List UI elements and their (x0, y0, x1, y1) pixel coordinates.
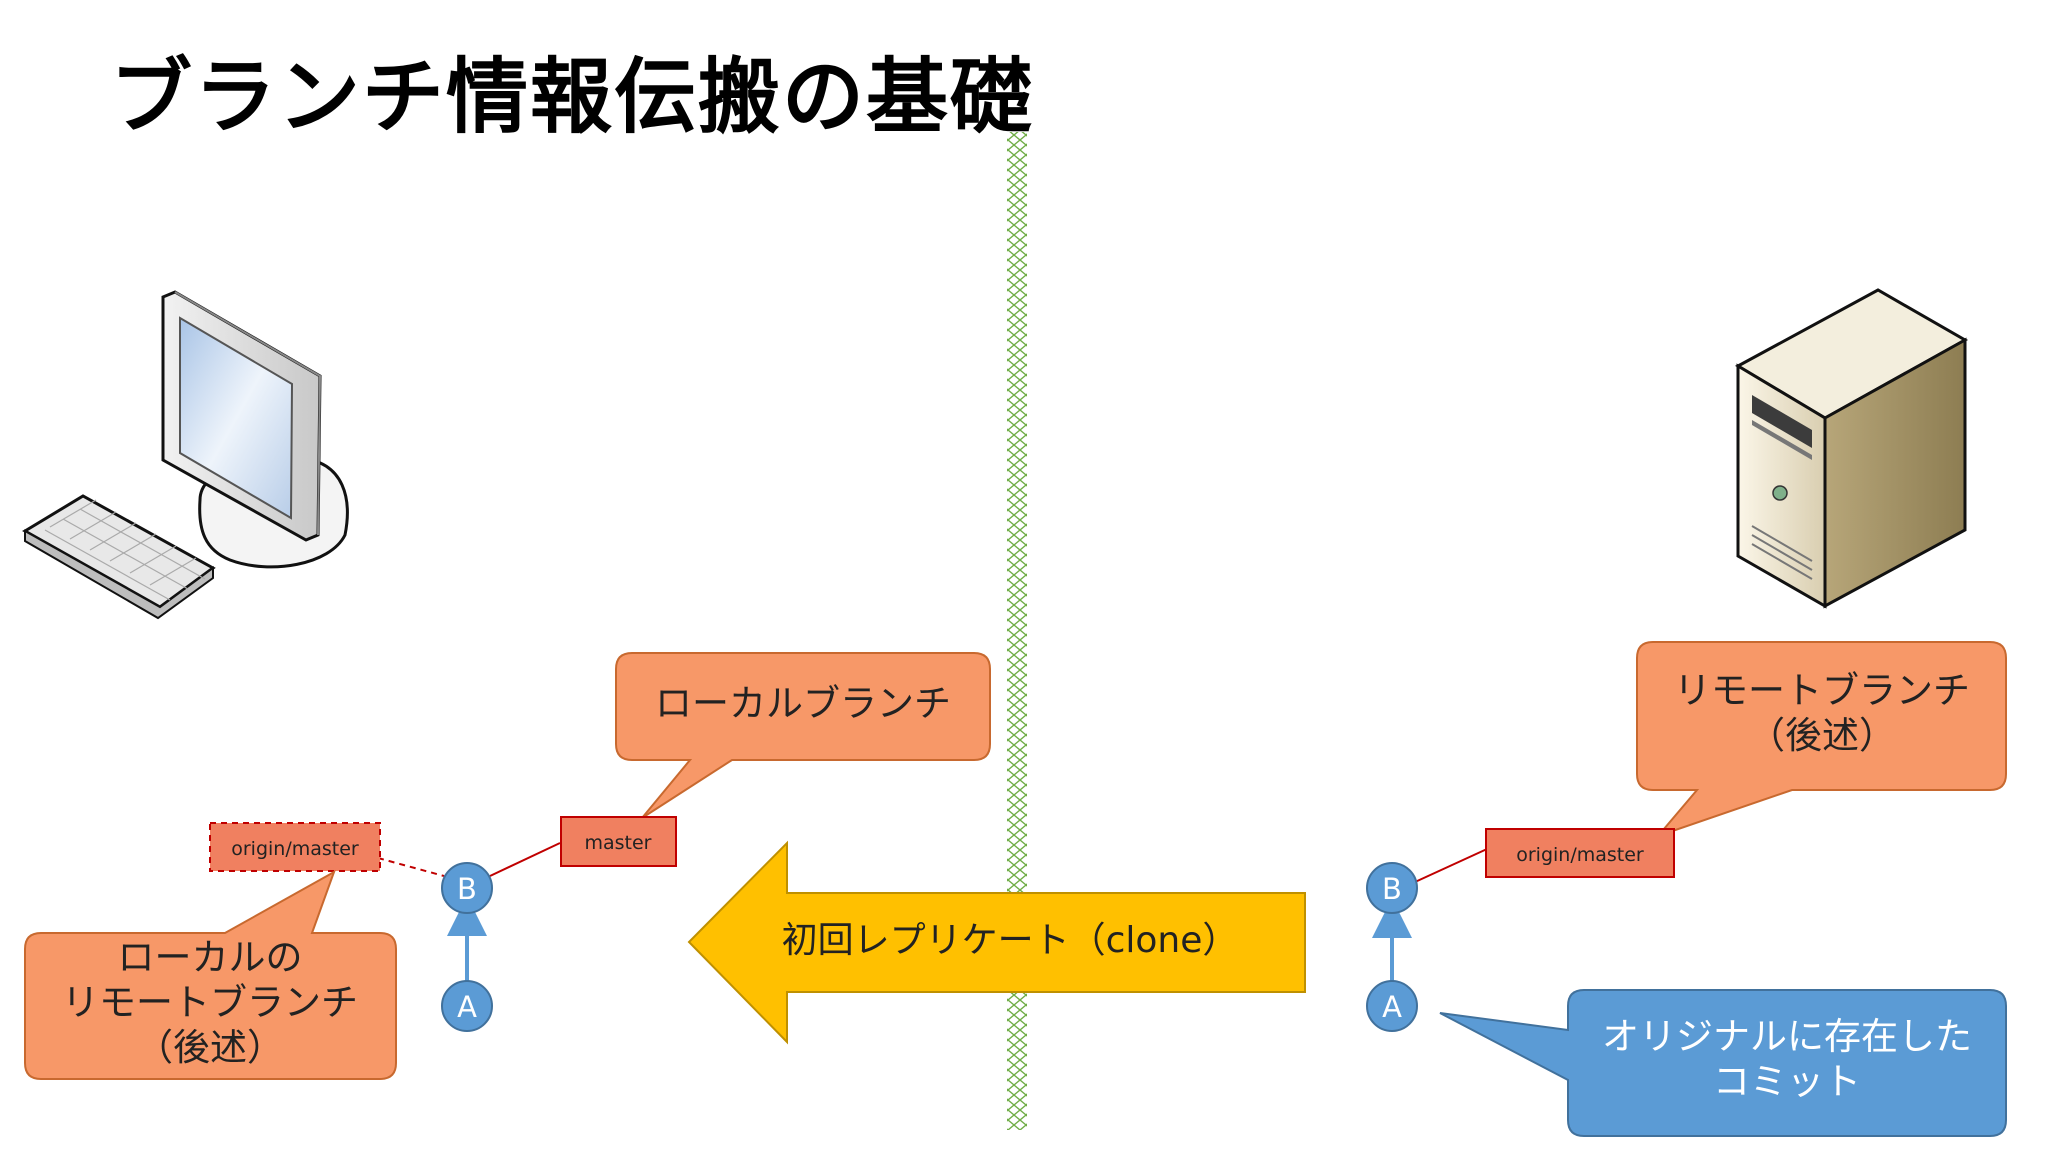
callout-remote-tracking-shape (24, 869, 397, 1080)
callout-local-branch-shape (615, 652, 991, 819)
callout-original-commit-line1: オリジナルに存在した (1602, 1015, 1972, 1058)
slide-title: ブランチ情報伝搬の基礎 (110, 50, 1035, 145)
commit-a-local (441, 980, 493, 1032)
label-origin-master-local: origin/master (231, 838, 359, 860)
clone-arrow-label: 初回レプリケート（clone） (782, 920, 1239, 961)
label-master-box (560, 816, 677, 867)
server-tower-icon (1734, 288, 1969, 609)
label-origin-master-local-box (209, 822, 381, 872)
callout-remote-tracking-line1: ローカルの (118, 936, 303, 979)
commit-b-local (441, 862, 493, 914)
callout-remote-branch-line2: （後述） (1748, 714, 1896, 757)
network-boundary (1007, 132, 1027, 1130)
callout-remote-branch-shape (1636, 641, 2007, 839)
commit-a-remote (1366, 980, 1418, 1032)
commit-b-local-label: B (457, 872, 477, 906)
callout-original-commit-line2: コミット (1713, 1060, 1861, 1103)
connector-local-origin (377, 857, 445, 877)
commit-b-remote-label: B (1382, 872, 1402, 906)
clone-arrow (687, 840, 1306, 1045)
commit-a-local-label: A (457, 990, 477, 1024)
callout-original-commit-shape (1439, 989, 2007, 1137)
callout-local-branch-text: ローカルブランチ (655, 682, 951, 725)
label-origin-master-remote: origin/master (1516, 844, 1644, 866)
connector-remote-origin (1414, 848, 1488, 883)
label-origin-master-remote-box (1485, 828, 1675, 878)
callout-remote-tracking-line2: リモートブランチ (62, 981, 358, 1024)
desktop-computer-icon (22, 290, 349, 620)
callout-remote-tracking-line3: （後述） (136, 1026, 284, 1069)
connector-local-master (489, 842, 561, 877)
callout-remote-branch-line1: リモートブランチ (1674, 669, 1970, 712)
commit-a-remote-label: A (1382, 990, 1402, 1024)
label-master: master (584, 832, 651, 854)
commit-b-remote (1366, 862, 1418, 914)
